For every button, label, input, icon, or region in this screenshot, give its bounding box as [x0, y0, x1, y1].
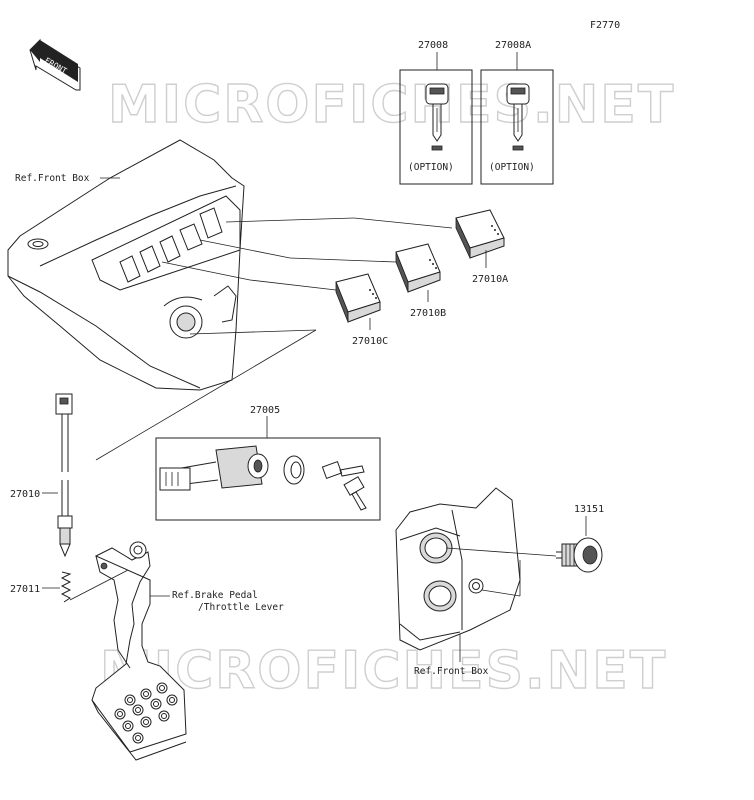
front-arrow-icon: FRONT — [29, 38, 81, 91]
figure-id: F2770 — [590, 20, 620, 31]
part-number-27010: 27010 — [10, 489, 40, 500]
spring-27011: 27011 — [10, 571, 72, 603]
part-number-27010c: 27010C — [352, 336, 388, 347]
part-number-13151: 13151 — [574, 504, 604, 515]
front-box-dashboard — [7, 139, 245, 391]
ref-front-box-top: Ref.Front Box — [15, 173, 90, 184]
harness-27010: 27010 — [10, 393, 73, 558]
part-number-27010b: 27010B — [410, 308, 446, 319]
socket-13151: 13151 — [556, 504, 604, 573]
part-number-27010a: 27010A — [472, 274, 508, 285]
part-number-27011: 27011 — [10, 584, 40, 595]
ref-brake-pedal-line2: /Throttle Lever — [198, 602, 284, 613]
front-box-lower — [395, 487, 521, 651]
part-number-27008: 27008 — [418, 40, 448, 51]
option-label-27008a: (OPTION) — [489, 162, 535, 173]
part-number-27005: 27005 — [250, 405, 280, 416]
brake-pedal — [91, 541, 187, 761]
watermark-bottom: MICROFICHES.NET — [100, 641, 667, 701]
ref-front-box-bottom: Ref.Front Box — [414, 666, 489, 677]
watermark-top: MICROFICHES.NET — [108, 75, 675, 135]
part-number-27008a: 27008A — [495, 40, 531, 51]
rocker-switch-27010c: 27010C — [335, 273, 388, 347]
ignition-switch-kit-27005: 27005 — [155, 405, 381, 521]
option-label-27008: (OPTION) — [408, 162, 454, 173]
key-option-box-27008: 27008 (OPTION) — [399, 40, 473, 185]
key-option-box-27008a: 27008A (OPTION) — [480, 40, 554, 185]
rocker-switch-27010a: 27010A — [455, 209, 508, 285]
rocker-switch-27010b: 27010B — [395, 243, 446, 319]
ref-brake-pedal-line1: Ref.Brake Pedal — [172, 590, 258, 601]
